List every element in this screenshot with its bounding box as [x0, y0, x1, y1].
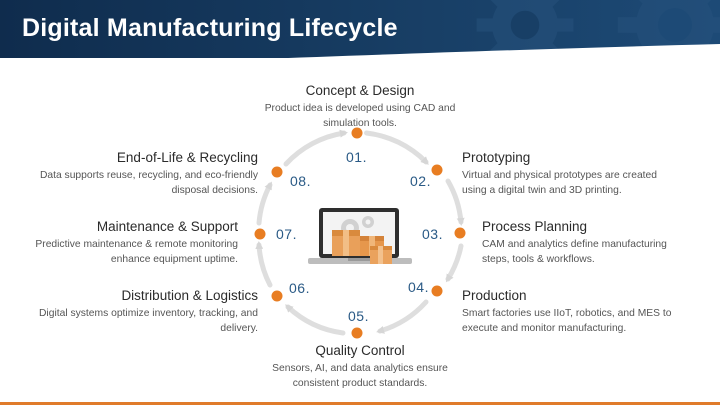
step-title: Process Planning [482, 219, 588, 234]
step-dot-5 [351, 327, 363, 339]
step-quality-control: Quality Control Sensors, AI, and data an… [250, 342, 470, 391]
step-dot-7 [254, 228, 266, 240]
step-number-6: 06. [289, 280, 310, 296]
step-concept-design: Concept & Design Product idea is develop… [240, 82, 480, 131]
step-title: Quality Control [315, 343, 405, 358]
step-dot-4 [431, 285, 443, 297]
step-production: Production Smart factories use IIoT, rob… [462, 287, 692, 336]
step-description: CAM and analytics define manufacturing s… [482, 239, 667, 265]
step-description: Sensors, AI, and data analytics ensure c… [272, 363, 448, 389]
step-number-5: 05. [348, 308, 369, 324]
step-title: Concept & Design [305, 83, 415, 98]
step-process-planning: Process Planning CAM and analytics defin… [482, 218, 692, 267]
step-number-7: 07. [276, 226, 297, 242]
step-description: Digital systems optimize inventory, trac… [39, 308, 258, 334]
step-title: Maintenance & Support [96, 219, 238, 234]
step-description: Predictive maintenance & remote monitori… [35, 239, 238, 265]
step-number-1: 01. [346, 149, 367, 165]
step-description: Smart factories use IIoT, robotics, and … [462, 308, 672, 334]
step-distribution-logistics: Distribution & Logistics Digital systems… [20, 287, 258, 336]
step-number-4: 04. [408, 279, 429, 295]
step-number-8: 08. [290, 173, 311, 189]
step-description: Virtual and physical prototypes are crea… [462, 170, 657, 196]
step-dot-2 [431, 164, 443, 176]
step-title: Production [462, 288, 527, 303]
step-number-2: 02. [410, 173, 431, 189]
step-title: Distribution & Logistics [121, 288, 258, 303]
step-title: Prototyping [462, 150, 531, 165]
step-end-of-life-recycling: End-of-Life & Recycling Data supports re… [20, 149, 258, 198]
step-prototyping: Prototyping Virtual and physical prototy… [462, 149, 677, 198]
step-title: End-of-Life & Recycling [116, 150, 258, 165]
step-dot-3 [454, 227, 466, 239]
step-description: Product idea is developed using CAD and … [264, 103, 456, 129]
step-dot-8 [271, 166, 283, 178]
step-maintenance-support: Maintenance & Support Predictive mainten… [30, 218, 238, 267]
laptop-boxes-icon [308, 208, 412, 264]
step-dot-1 [351, 127, 363, 139]
step-dot-6 [271, 290, 283, 302]
footer-accent-bar [0, 402, 720, 405]
step-description: Data supports reuse, recycling, and eco-… [39, 170, 258, 196]
step-number-3: 03. [422, 226, 443, 242]
page-title: Digital Manufacturing Lifecycle [22, 14, 398, 42]
